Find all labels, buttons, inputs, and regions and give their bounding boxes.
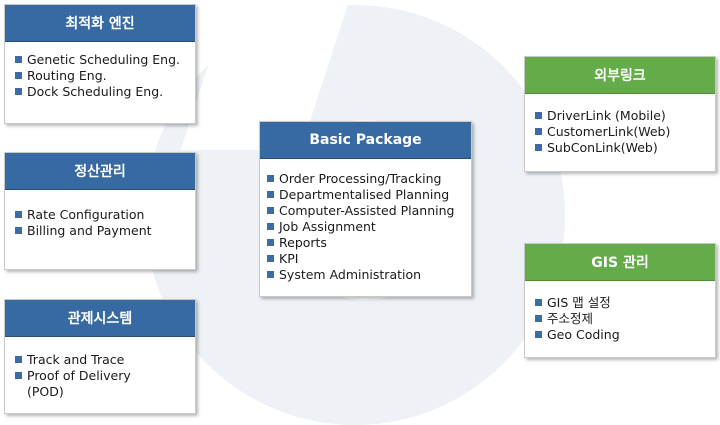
list-item: DriverLink (Mobile) (535, 108, 715, 124)
optimization-engine-title: 최적화 엔진 (5, 5, 195, 42)
list-item: GIS 맵 설정 (535, 295, 715, 311)
square-bullet-icon (15, 227, 22, 234)
square-bullet-icon (267, 239, 274, 246)
external-link-box: 외부링크 DriverLink (Mobile) CustomerLink(We… (524, 56, 716, 172)
square-bullet-icon (535, 331, 542, 338)
control-system-list: Track and Trace Proof of Delivery (POD) (5, 337, 195, 400)
settlement-list: Rate Configuration Billing and Payment (5, 190, 195, 239)
gis-management-list: GIS 맵 설정 주소정제 Geo Coding (525, 281, 715, 343)
list-item: System Administration (267, 267, 471, 283)
square-bullet-icon (267, 223, 274, 230)
list-item: Reports (267, 235, 471, 251)
list-item: Order Processing/Tracking (267, 171, 471, 187)
list-item: Genetic Scheduling Eng. (15, 52, 195, 68)
square-bullet-icon (267, 207, 274, 214)
list-item: Routing Eng. (15, 68, 195, 84)
list-item: Computer-Assisted Planning (267, 203, 471, 219)
list-item: Geo Coding (535, 327, 715, 343)
list-item: KPI (267, 251, 471, 267)
list-item: SubConLink(Web) (535, 140, 715, 156)
square-bullet-icon (267, 255, 274, 262)
square-bullet-icon (267, 191, 274, 198)
square-bullet-icon (535, 112, 542, 119)
square-bullet-icon (267, 271, 274, 278)
settlement-box: 정산관리 Rate Configuration Billing and Paym… (4, 152, 196, 270)
square-bullet-icon (15, 56, 22, 63)
basic-package-list: Order Processing/Tracking Departmentalis… (260, 159, 471, 283)
square-bullet-icon (535, 144, 542, 151)
settlement-title: 정산관리 (5, 153, 195, 190)
square-bullet-icon (15, 72, 22, 79)
list-item: Departmentalised Planning (267, 187, 471, 203)
square-bullet-icon (15, 88, 22, 95)
basic-package-box: Basic Package Order Processing/Tracking … (259, 121, 472, 297)
basic-package-title: Basic Package (260, 122, 471, 159)
list-item: (POD) (27, 384, 64, 399)
list-item: Dock Scheduling Eng. (15, 84, 195, 100)
list-item: Proof of Delivery (15, 368, 195, 384)
square-bullet-icon (15, 211, 22, 218)
square-bullet-icon (15, 356, 22, 363)
optimization-engine-box: 최적화 엔진 Genetic Scheduling Eng. Routing E… (4, 4, 196, 124)
list-item: Track and Trace (15, 352, 195, 368)
optimization-engine-list: Genetic Scheduling Eng. Routing Eng. Doc… (5, 42, 195, 100)
external-link-title: 외부링크 (525, 57, 715, 94)
control-system-box: 관제시스템 Track and Trace Proof of Delivery … (4, 299, 196, 414)
square-bullet-icon (535, 128, 542, 135)
list-item: Job Assignment (267, 219, 471, 235)
external-link-list: DriverLink (Mobile) CustomerLink(Web) Su… (525, 94, 715, 156)
square-bullet-icon (267, 175, 274, 182)
square-bullet-icon (535, 315, 542, 322)
control-system-title: 관제시스템 (5, 300, 195, 337)
square-bullet-icon (15, 372, 22, 379)
list-item: 주소정제 (535, 311, 715, 327)
list-item: Rate Configuration (15, 207, 195, 223)
gis-management-title: GIS 관리 (525, 244, 715, 281)
square-bullet-icon (535, 299, 542, 306)
gis-management-box: GIS 관리 GIS 맵 설정 주소정제 Geo Coding (524, 243, 716, 358)
list-item: CustomerLink(Web) (535, 124, 715, 140)
list-item: Billing and Payment (15, 223, 195, 239)
